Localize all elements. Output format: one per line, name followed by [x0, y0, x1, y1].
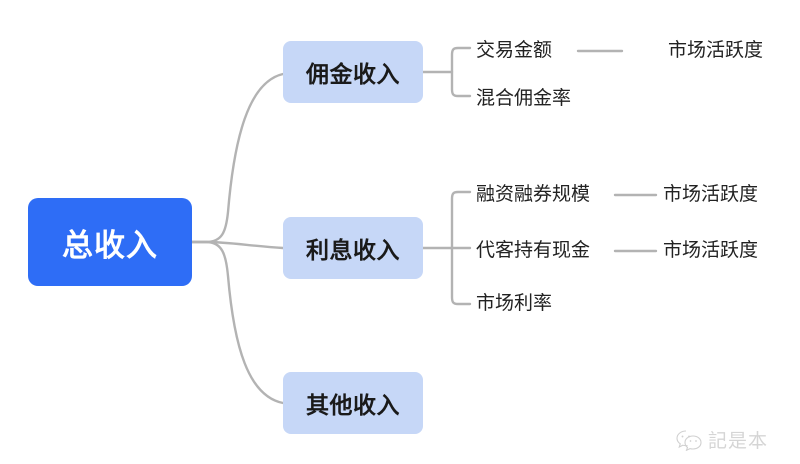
leaf-blended-commission-rate[interactable]: 混合佣金率 [476, 87, 572, 109]
node-root-label: 总收入 [62, 227, 158, 264]
link-interest-trunk [450, 190, 472, 306]
watermark: 記是本 [676, 426, 768, 453]
link-root-to-commission [190, 72, 285, 244]
leaf-margin-financing-scale[interactable]: 融资融券规模 [476, 183, 591, 205]
leaf-market-activity-cash[interactable]: 市场活跃度 [663, 239, 759, 261]
node-branch-label: 利息收入 [306, 238, 400, 264]
leaf-market-activity-transaction[interactable]: 市场活跃度 [668, 39, 764, 61]
node-branch-label: 其他收入 [306, 393, 400, 419]
link-root-to-other [190, 240, 285, 405]
leaf-client-held-cash[interactable]: 代客持有现金 [476, 239, 591, 261]
leaf-market-activity-margin[interactable]: 市场活跃度 [663, 183, 759, 205]
node-root-total-revenue[interactable]: 总收入 [28, 198, 192, 286]
link-root-to-interest [190, 240, 285, 250]
wechat-icon [676, 429, 702, 451]
leaf-transaction-amount[interactable]: 交易金额 [476, 39, 553, 61]
node-branch-interest-income[interactable]: 利息收入 [283, 217, 423, 279]
link-commission-trunk [450, 46, 472, 98]
watermark-text: 記是本 [708, 430, 769, 452]
node-branch-other-income[interactable]: 其他收入 [283, 372, 423, 434]
leaf-market-interest-rate[interactable]: 市场利率 [476, 292, 553, 314]
node-branch-label: 佣金收入 [306, 62, 400, 88]
node-branch-commission-income[interactable]: 佣金收入 [283, 41, 423, 103]
